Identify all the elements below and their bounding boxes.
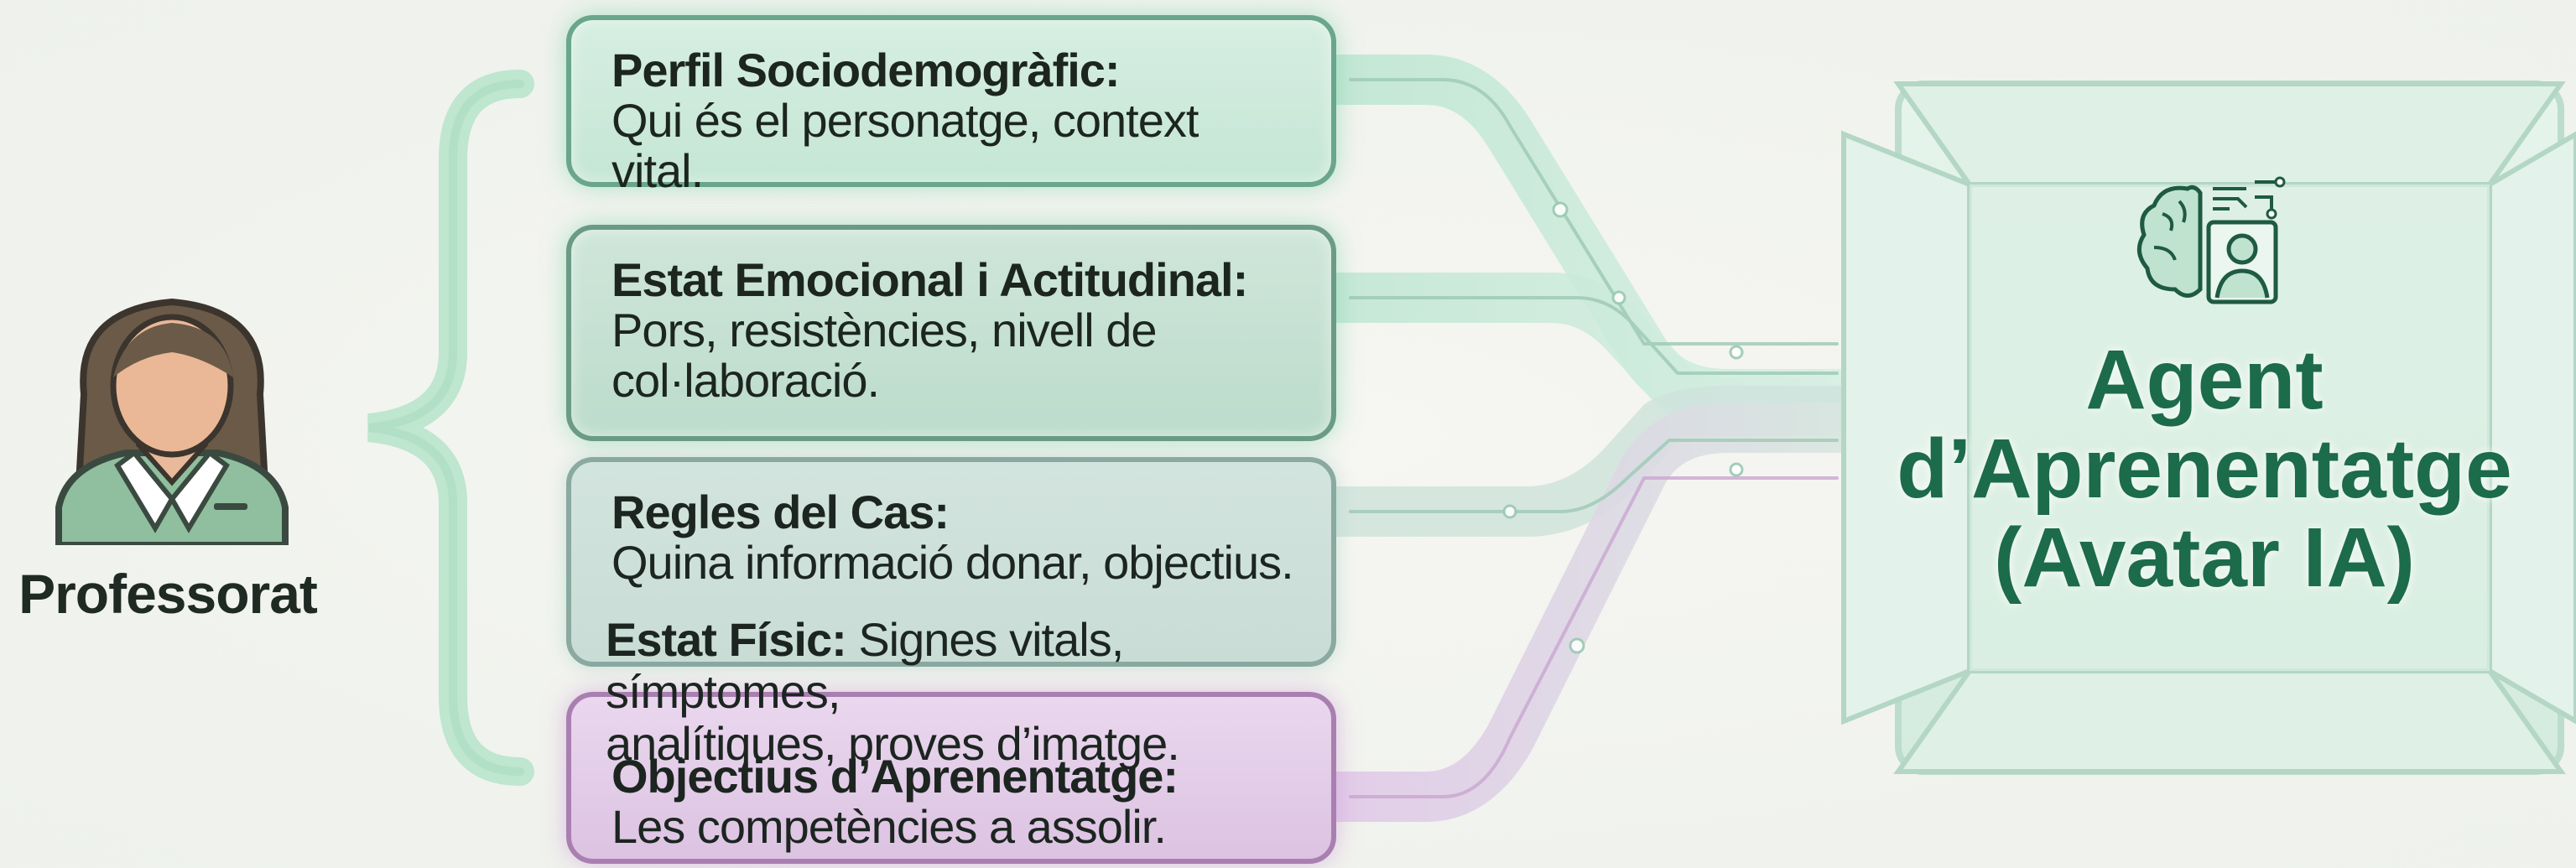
component-box-emotional: Estat Emocional i Actitudinal: Pors, res… — [566, 225, 1336, 441]
teacher-avatar-icon — [55, 298, 289, 545]
component-description: Qui és el personatge, context vital. — [611, 94, 1199, 197]
component-description: Signes vitals, símptomes, — [606, 613, 1124, 718]
agent-title-line: (Avatar IA) — [1994, 511, 2415, 605]
component-title: Estat Emocional i Actitudinal: — [611, 253, 1248, 306]
component-box-objectives: Objectius d’Aprenentatge: Les competènci… — [566, 692, 1336, 864]
component-physical-state: Estat Físic: Signes vitals, símptomes, a… — [606, 614, 1361, 770]
agent-title-line: Agent — [2085, 333, 2324, 427]
component-box-profile: Perfil Sociodemogràfic: Qui és el person… — [566, 15, 1336, 196]
component-title: Perfil Sociodemogràfic: — [611, 44, 1121, 96]
component-box-rules: Regles del Cas: Quina informació donar, … — [566, 457, 1336, 667]
component-description: analítiques, proves d’imatge. — [606, 717, 1180, 770]
component-description: Les competències a assolir. — [611, 800, 1167, 853]
component-description: col·laboració. — [611, 354, 880, 407]
grouping-brace — [367, 70, 534, 786]
component-title: Estat Físic: — [606, 613, 847, 666]
agent-panel: Agent d’Aprenentatge (Avatar IA) — [1827, 67, 2576, 797]
agent-title: Agent d’Aprenentatge (Avatar IA) — [1827, 335, 2576, 602]
brain-person-circuit-icon — [2136, 176, 2286, 304]
source-label: Professorat — [18, 563, 318, 625]
component-description: Pors, resistències, nivell de — [611, 304, 1158, 356]
component-title: Regles del Cas: — [611, 486, 950, 538]
component-description: Quina informació donar, objectius. — [611, 536, 1294, 589]
component-title: Objectius d’Aprenentatge: — [611, 750, 1179, 803]
agent-title-line: d’Aprenentatge — [1897, 422, 2512, 516]
